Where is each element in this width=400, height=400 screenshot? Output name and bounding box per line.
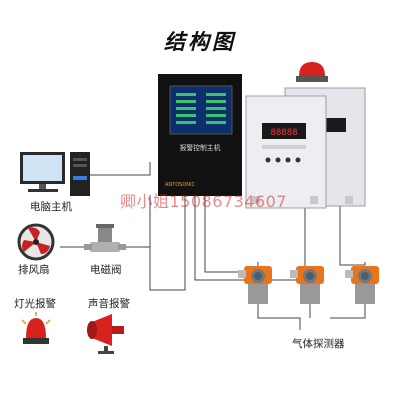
line-detector-3 (339, 198, 366, 266)
gas-detector-1 (238, 266, 272, 304)
gas-alarm-panel-front: 88888 (245, 95, 327, 209)
line-alarms (149, 195, 186, 291)
valve-label: 电磁阀 (90, 264, 122, 276)
light-alarm-label: 灯光报警 (14, 298, 56, 310)
computer-icon (20, 152, 90, 196)
computer-label: 电脑主机 (30, 201, 72, 213)
light-alarm-icon (21, 312, 51, 344)
gas-detector-3 (345, 266, 379, 304)
sound-alarm-icon (87, 314, 124, 354)
contact-watermark: 卿小姐15086734607 (120, 192, 287, 211)
line-computer (88, 162, 151, 176)
panel-display: 88888 (270, 128, 297, 138)
exhaust-fan-icon (17, 223, 55, 261)
fan-label: 排风扇 (18, 264, 50, 276)
gas-detector-2 (290, 266, 324, 304)
connection-lines (60, 162, 366, 330)
panel-beacon (296, 62, 328, 82)
solenoid-valve-icon (84, 224, 126, 252)
controller-label: 报警控制主机 (180, 143, 221, 152)
controller-brand: ANTOSONIC (165, 182, 195, 188)
line-label-pointer (257, 302, 301, 330)
detectors-label: 气体探测器 (292, 338, 345, 350)
sound-alarm-label: 声音报警 (88, 298, 130, 310)
diagram-title: 结构图 (164, 29, 236, 54)
alarm-controller-host: 报警控制主机 ANTOSONIC (158, 74, 242, 196)
